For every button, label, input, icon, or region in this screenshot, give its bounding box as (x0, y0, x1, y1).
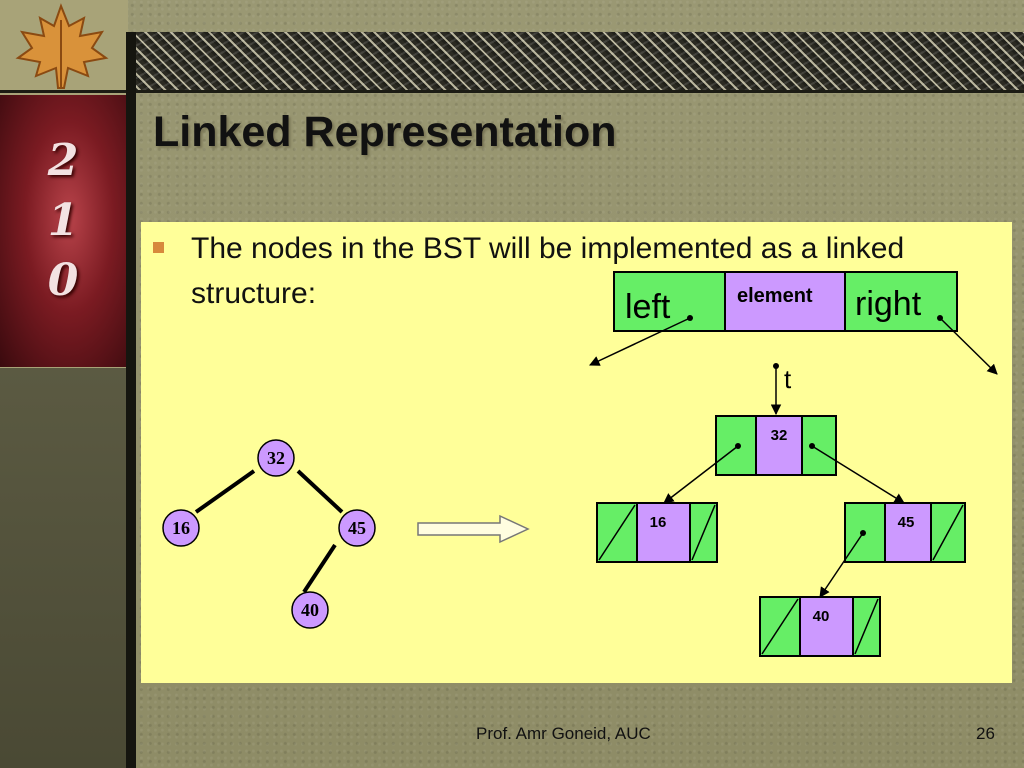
pointer-label: t (784, 364, 792, 394)
element-label: element (737, 285, 813, 307)
linked-node: 40 (759, 596, 881, 657)
maple-leaf-icon (15, 3, 109, 89)
element-cell (724, 271, 846, 332)
svg-text:45: 45 (348, 518, 366, 538)
left-label: left (625, 288, 671, 326)
link-arrow (811, 445, 905, 504)
root-pointer: t (770, 363, 792, 416)
logo-panel: 2 1 0 (0, 95, 126, 367)
right-arrow-icon (417, 514, 530, 544)
logo-digit: 0 (47, 255, 79, 306)
link-arrow (819, 532, 864, 598)
left-dark-strip (0, 368, 128, 768)
logo-digit: 2 (47, 135, 79, 186)
logo-digit: 1 (47, 195, 79, 246)
svg-text:45: 45 (898, 514, 915, 531)
footer-author: Prof. Amr Goneid, AUC (476, 724, 651, 743)
tree-node: 16 (162, 509, 200, 547)
bullet-text: The nodes in the BST will be implemented… (191, 232, 905, 310)
top-texture-band (136, 32, 1024, 92)
tree-node: 45 (338, 509, 376, 547)
node-layout: left element right (589, 271, 998, 375)
right-label: right (855, 285, 922, 323)
svg-text:16: 16 (172, 518, 190, 538)
right-pointer-arrow (939, 317, 998, 375)
svg-text:32: 32 (267, 448, 285, 468)
tree-node: 32 (257, 439, 295, 477)
right-pointer-cell (844, 271, 958, 332)
tree-node: 40 (291, 591, 329, 629)
tree-edge (302, 543, 337, 594)
tree-edge (194, 469, 256, 514)
page-title: Linked Representation (153, 108, 617, 156)
left-dark-edge (126, 32, 136, 768)
svg-text:32: 32 (771, 427, 788, 444)
bst-tree: 32 16 45 40 (162, 439, 376, 629)
svg-text:16: 16 (650, 514, 667, 531)
linked-node: 32 (715, 415, 837, 476)
linked-node: 45 (844, 502, 966, 563)
linked-node: 16 (596, 502, 718, 563)
svg-text:40: 40 (301, 600, 319, 620)
svg-text:40: 40 (813, 608, 830, 625)
tree-edge (296, 469, 344, 514)
bullet-marker (153, 242, 164, 253)
header-divider (0, 90, 1024, 93)
link-arrow (663, 445, 739, 504)
left-pointer-arrow (589, 317, 691, 366)
page-number: 26 (976, 724, 995, 743)
